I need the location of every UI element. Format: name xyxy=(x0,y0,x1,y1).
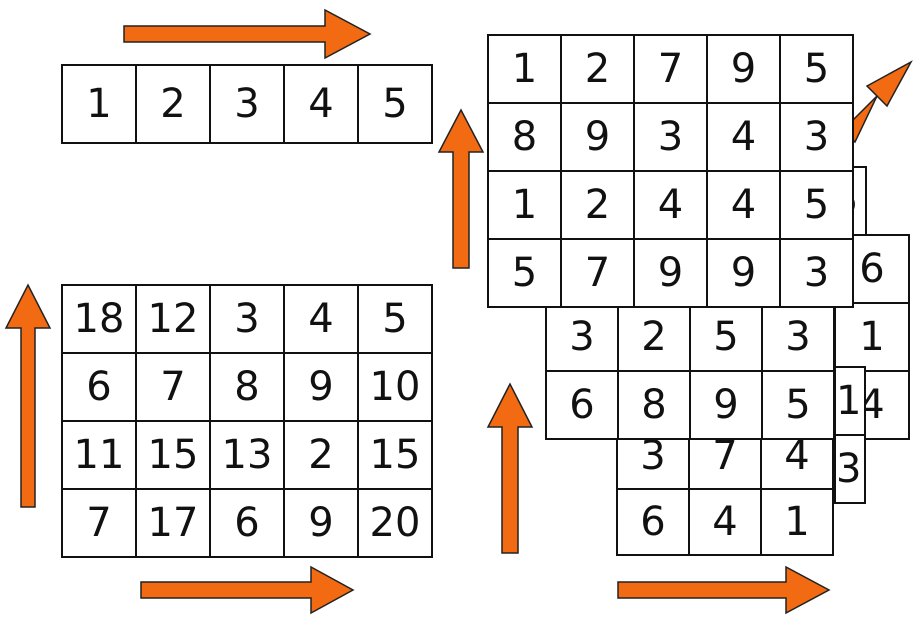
matrix-cell-r2-c2: 7 xyxy=(135,352,211,422)
tensor-front-layer-cell-r1-c5: 5 xyxy=(779,34,854,104)
tensor-middle-layer-cell-r1-c4: 3 xyxy=(761,302,835,372)
matrix-cell-r1-c3: 3 xyxy=(209,284,285,354)
tensor-front-layer-cell-r4-c2: 7 xyxy=(560,238,635,308)
matrix-cell-r2-c5: 10 xyxy=(357,352,433,422)
row-vector-cell-r1-c3: 3 xyxy=(209,64,285,144)
arrow-up-bottom-middle xyxy=(486,382,534,554)
tensor-front-layer-cell-r3-c3: 4 xyxy=(633,170,708,240)
tensor-front-layer-cell-r1-c3: 7 xyxy=(633,34,708,104)
tensor-front-layer-cell-r3-c4: 4 xyxy=(706,170,781,240)
tensor-front-layer-cell-r4-c3: 9 xyxy=(633,238,708,308)
tensor-bottom-layer-cell-r2-c1: 6 xyxy=(616,488,690,556)
arrow-right-top xyxy=(123,8,372,60)
tensor-front-layer-cell-r1-c1: 1 xyxy=(487,34,562,104)
matrix-cell-r2-c1: 6 xyxy=(61,352,137,422)
tensor-middle-layer-cell-r2-c3: 9 xyxy=(689,370,763,440)
tensor-front-layer-cell-r1-c2: 2 xyxy=(560,34,635,104)
tensor-front-layer-cell-r3-c2: 2 xyxy=(560,170,635,240)
tensor-middle-hidden-cell-r2-c1: 3 xyxy=(834,434,866,504)
tensor-bottom-layer-cell-r2-c2: 4 xyxy=(688,488,762,556)
tensor-front-layer-cell-r3-c1: 1 xyxy=(487,170,562,240)
matrix-cell-r4-c3: 6 xyxy=(209,488,285,558)
matrix-cell-r1-c1: 18 xyxy=(61,284,137,354)
matrix-cell-r3-c4: 2 xyxy=(283,420,359,490)
tensor-middle-layer-cell-r1-c2: 2 xyxy=(617,302,691,372)
tensor-middle-layer-cell-r1-c3: 5 xyxy=(689,302,763,372)
tensor-front-layer-cell-r1-c4: 9 xyxy=(706,34,781,104)
arrow-right-bottom-left xyxy=(140,565,355,615)
matrix-cell-r4-c2: 17 xyxy=(135,488,211,558)
tensor-front-layer-cell-r2-c1: 8 xyxy=(487,102,562,172)
tensor-middle-layer-cell-r2-c4: 5 xyxy=(761,370,835,440)
arrow-up-middle xyxy=(437,108,485,269)
matrix-cell-r1-c4: 4 xyxy=(283,284,359,354)
arrow-diagonal-up-right xyxy=(841,60,913,144)
tensor-front-layer-cell-r4-c4: 9 xyxy=(706,238,781,308)
tensor-middle-layer-cell-r2-c2: 8 xyxy=(617,370,691,440)
tensor-middle-hidden-cell-r1-c1: 1 xyxy=(834,366,866,436)
matrix-cell-r3-c1: 11 xyxy=(61,420,137,490)
arrow-up-left xyxy=(4,283,52,508)
tensor-back-layer-far-cell-r2-c1: 1 xyxy=(834,302,910,372)
arrow-right-bottom-right xyxy=(617,565,831,615)
tensor-front-layer-cell-r4-c5: 3 xyxy=(779,238,854,308)
matrix-cell-r1-c2: 12 xyxy=(135,284,211,354)
matrix-cell-r4-c4: 9 xyxy=(283,488,359,558)
row-vector-cell-r1-c5: 5 xyxy=(357,64,433,144)
tensor-front-layer-cell-r3-c5: 5 xyxy=(779,170,854,240)
matrix-cell-r1-c5: 5 xyxy=(357,284,433,354)
matrix-cell-r3-c5: 15 xyxy=(357,420,433,490)
matrix-cell-r2-c4: 9 xyxy=(283,352,359,422)
row-vector-cell-r1-c2: 2 xyxy=(135,64,211,144)
matrix-cell-r3-c3: 13 xyxy=(209,420,285,490)
tensor-front-layer-cell-r4-c1: 5 xyxy=(487,238,562,308)
tensor-front-layer-cell-r2-c5: 3 xyxy=(779,102,854,172)
row-vector-cell-r1-c4: 4 xyxy=(283,64,359,144)
matrix-cell-r3-c2: 15 xyxy=(135,420,211,490)
tensor-front-layer-cell-r2-c4: 4 xyxy=(706,102,781,172)
tensor-bottom-layer-cell-r2-c3: 1 xyxy=(760,488,834,556)
row-vector-cell-r1-c1: 1 xyxy=(61,64,137,144)
matrix-cell-r4-c5: 20 xyxy=(357,488,433,558)
matrix-cell-r2-c3: 8 xyxy=(209,352,285,422)
tensor-bottom-layer-cell-r1-c1: 3 xyxy=(616,422,690,490)
tensor-middle-layer-cell-r1-c1: 3 xyxy=(545,302,619,372)
tensor-middle-layer-cell-r2-c1: 6 xyxy=(545,370,619,440)
matrix-cell-r4-c1: 7 xyxy=(61,488,137,558)
tensor-front-layer-cell-r2-c3: 3 xyxy=(633,102,708,172)
tensor-front-layer-cell-r2-c2: 9 xyxy=(560,102,635,172)
